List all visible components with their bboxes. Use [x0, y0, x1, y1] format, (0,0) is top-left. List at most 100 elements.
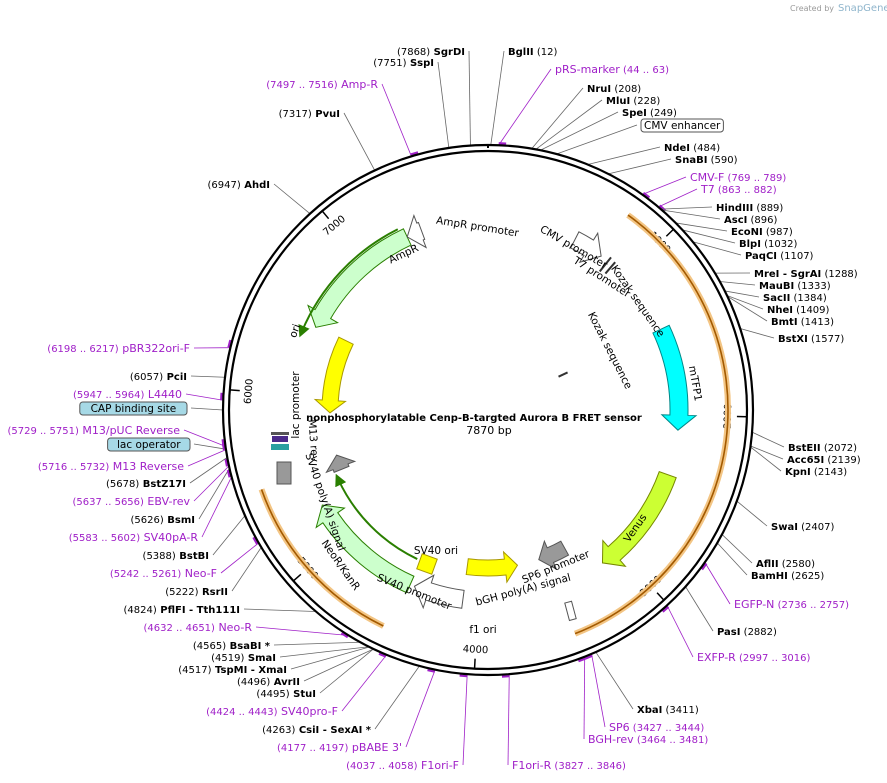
label-SnaBI[interactable]: SnaBI (590): [675, 155, 738, 166]
label-text: (4632 .. 4651) Neo-R: [144, 621, 253, 634]
label-CAPbs[interactable]: CAP binding site: [79, 401, 188, 416]
feature-AmpR[interactable]: [307, 228, 412, 328]
label-pRS-marker[interactable]: pRS-marker (44 .. 63): [555, 63, 669, 76]
credit-prefix: Created by: [790, 4, 834, 13]
label-EBV-rev[interactable]: (5637 .. 5656) EBV-rev: [73, 495, 191, 508]
label-PaqCI[interactable]: PaqCI (1107): [745, 251, 814, 262]
label-HindIII[interactable]: HindIII (889): [716, 203, 783, 214]
label-position: (590): [707, 155, 737, 166]
feature-SV40pA[interactable]: [325, 454, 357, 474]
label-name: M13 Reverse: [109, 460, 184, 473]
map-title: nonphosphorylatable Cenp-B-targted Auror…: [306, 413, 642, 424]
label-PasI[interactable]: PasI (2882): [717, 627, 777, 638]
label-BsmI[interactable]: (5626) BsmI: [131, 515, 195, 526]
feature-f1ori[interactable]: [465, 550, 519, 584]
label-SmaI[interactable]: (4519) SmaI: [211, 653, 276, 664]
label-Acc65I[interactable]: Acc65I (2139): [787, 455, 861, 466]
label-NdeI[interactable]: NdeI (484): [664, 143, 720, 154]
label-BsaBI[interactable]: (4565) BsaBI *: [193, 641, 271, 652]
label-CMV-F[interactable]: CMV-F (769 .. 789): [690, 171, 786, 184]
leader-line: [507, 674, 510, 766]
label-PvuI[interactable]: (7317) PvuI: [279, 109, 340, 120]
feature-SV40prom[interactable]: [413, 574, 465, 610]
label-BstZ17I[interactable]: (5678) BstZ17I: [106, 479, 186, 490]
label-BstEII[interactable]: BstEII (2072): [788, 443, 857, 454]
label-position: (2072): [821, 443, 858, 454]
label-EXFP-R[interactable]: EXFP-R (2997 .. 3016): [697, 651, 811, 664]
label-MluI[interactable]: MluI (228): [606, 96, 660, 107]
label-AhdI[interactable]: (6947) AhdI: [208, 180, 270, 191]
label-BstBI[interactable]: (5388) BstBI: [143, 551, 209, 562]
cds-highlight-core: [574, 214, 729, 635]
label-F1ori-R[interactable]: F1ori-R (3827 .. 3846): [512, 759, 626, 772]
label-SwaI[interactable]: SwaI (2407): [771, 522, 834, 533]
feature-Venus[interactable]: [601, 470, 677, 567]
label-Neo-R[interactable]: (4632 .. 4651) Neo-R: [144, 621, 253, 634]
label-SspI[interactable]: (7751) SspI: [373, 58, 434, 69]
leader-line: [193, 443, 226, 450]
label-NruI[interactable]: NruI (208): [587, 84, 641, 95]
label-PciI[interactable]: (6057) PciI: [130, 372, 187, 383]
label-text: BlpI (1032): [739, 239, 797, 250]
label-CsiI[interactable]: (4263) CsiI - SexAI *: [262, 725, 372, 736]
label-XbaI[interactable]: XbaI (3411): [637, 705, 699, 716]
label-M13pUC[interactable]: (5729 .. 5751) M13/pUC Reverse: [7, 424, 180, 437]
leader-line: [719, 281, 756, 286]
label-Amp-R[interactable]: (7497 .. 7516) Amp-R: [266, 78, 378, 91]
sv40-ori-box[interactable]: [416, 553, 438, 575]
label-BamHI[interactable]: BamHI (2625): [751, 571, 824, 582]
label-M13Rev[interactable]: (5716 .. 5732) M13 Reverse: [38, 460, 184, 473]
label-TspMI[interactable]: (4517) TspMI - XmaI: [178, 665, 287, 676]
label-StuI[interactable]: (4495) StuI: [256, 689, 316, 700]
tick-label: 4000: [463, 644, 489, 656]
label-SgrDI[interactable]: (7868) SgrDI: [397, 47, 465, 58]
label-text: BmtI (1413): [771, 317, 834, 328]
label-BmtI[interactable]: BmtI (1413): [771, 317, 834, 328]
label-text: T7 (863 .. 882): [700, 183, 777, 196]
label-MreI[interactable]: MreI - SgrAI (1288): [754, 269, 858, 280]
label-lacop[interactable]: lac operator: [107, 437, 191, 452]
label-PflFI[interactable]: (4824) PflFI - Tth111I: [124, 605, 240, 616]
label-T7[interactable]: T7 (863 .. 882): [700, 183, 777, 196]
label-SacII[interactable]: SacII (1384): [763, 293, 827, 304]
leader-line: [198, 468, 230, 520]
label-EGFP-N[interactable]: EGFP-N (2736 .. 2757): [734, 598, 849, 611]
leader-line: [220, 542, 259, 574]
label-BglII[interactable]: BglII (12): [508, 47, 557, 58]
feature-ori[interactable]: [313, 336, 354, 414]
label-RsrII[interactable]: (5222) RsrII: [165, 587, 228, 598]
label-KpnI[interactable]: KpnI (2143): [785, 467, 847, 478]
feature-CMVprom[interactable]: [570, 231, 602, 264]
label-Neo-F[interactable]: (5242 .. 5261) Neo-F: [110, 567, 217, 580]
label-BstXI[interactable]: BstXI (1577): [778, 334, 844, 345]
label-BlpI[interactable]: BlpI (1032): [739, 239, 797, 250]
label-SV40pA-R[interactable]: (5583 .. 5602) SV40pA-R: [69, 531, 199, 544]
label-position: (2143): [811, 467, 848, 478]
label-EcoNI[interactable]: EcoNI (987): [731, 227, 793, 238]
label-pBR322ori-F[interactable]: (6198 .. 6217) pBR322ori-F: [47, 342, 190, 355]
label-L4440[interactable]: (5947 .. 5964) L4440: [73, 388, 182, 401]
label-AflII[interactable]: AflII (2580): [756, 559, 815, 570]
label-F1ori-F[interactable]: (4037 .. 4058) F1ori-F: [346, 759, 459, 772]
label-MauBI[interactable]: MauBI (1333): [759, 281, 831, 292]
label-SP6[interactable]: SP6 (3427 .. 3444): [609, 721, 704, 734]
feature-NeoKanR[interactable]: [315, 504, 415, 594]
label-pBABE3[interactable]: (4177 .. 4197) pBABE 3': [277, 741, 402, 754]
label-CMVenh[interactable]: CMV enhancer: [640, 118, 724, 133]
plasmid-backbone: [221, 143, 755, 677]
label-NheI[interactable]: NheI (1409): [767, 305, 830, 316]
label-BGH-rev[interactable]: BGH-rev (3464 .. 3481): [588, 733, 708, 746]
tick-mark: [321, 210, 330, 220]
label-AscI[interactable]: AscI (896): [724, 215, 778, 226]
credit-brand[interactable]: SnapGene: [838, 3, 887, 14]
label-text: (4177 .. 4197) pBABE 3': [277, 741, 402, 754]
feature-AmpRprom[interactable]: [406, 214, 428, 249]
label-position: (4632 .. 4651): [144, 623, 216, 634]
feature-mTFP1[interactable]: [652, 324, 698, 431]
label-SV40pro-F[interactable]: (4424 .. 4443) SV40pro-F: [206, 705, 338, 718]
label-SpeI[interactable]: SpeI (249): [622, 108, 677, 119]
label-position: (5388): [143, 551, 176, 562]
feature-bGH[interactable]: [538, 539, 570, 571]
lac-promoter-mark: [271, 432, 289, 435]
label-AvrII[interactable]: (4496) AvrII: [237, 677, 300, 688]
